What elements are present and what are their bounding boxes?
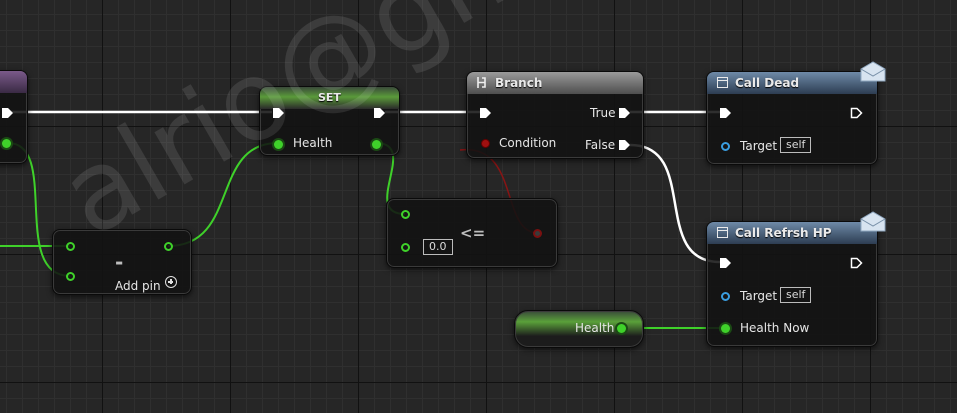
subtract-operator: - — [115, 250, 124, 274]
call-refresh-health-pin[interactable] — [721, 324, 730, 333]
health-get-label: Health — [575, 321, 615, 335]
envelope-icon — [859, 210, 887, 236]
call-dead-exec-in-pin[interactable] — [719, 107, 732, 119]
branch-true-pin[interactable] — [618, 107, 631, 119]
call-refresh-exec-out-pin[interactable] — [850, 257, 863, 269]
branch-icon — [476, 76, 486, 88]
branch-false-pin[interactable] — [618, 139, 631, 151]
lessequal-operator: <= — [460, 224, 486, 242]
branch-condition-label: Condition — [499, 136, 557, 150]
less-equal-node[interactable]: 0.0 <= — [386, 198, 558, 268]
call-dead-target-pin[interactable] — [721, 142, 730, 151]
set-health-out-pin[interactable] — [372, 140, 381, 149]
branch-false-label: False — [585, 138, 616, 152]
health-get-node[interactable]: Health — [514, 310, 644, 348]
call-refresh-title: Call Refrsh HP — [735, 226, 832, 240]
lessequal-input-a-pin[interactable] — [401, 210, 410, 219]
plus-circle-icon — [165, 276, 177, 288]
call-dead-target-label: Target — [740, 139, 778, 153]
lessequal-input-b-pin[interactable] — [401, 243, 410, 252]
subtract-input-b-pin[interactable] — [66, 272, 75, 281]
subtract-output-pin[interactable] — [164, 242, 173, 251]
function-icon — [717, 227, 728, 238]
add-pin-label: Add pin — [115, 279, 161, 293]
exec-wire-false-to-refresh — [629, 143, 721, 264]
left-partial-node[interactable] — [0, 70, 28, 164]
lessequal-value-field[interactable]: 0.0 — [423, 239, 453, 255]
float-out-pin[interactable] — [2, 139, 11, 148]
branch-exec-in-pin[interactable] — [479, 107, 492, 119]
branch-condition-pin[interactable] — [481, 139, 490, 148]
call-refresh-target-field[interactable]: self — [780, 287, 812, 303]
exec-out-pin[interactable] — [1, 107, 14, 119]
set-exec-in-pin[interactable] — [272, 107, 285, 119]
call-dead-node[interactable]: Call Dead Target self — [706, 71, 878, 165]
call-dead-header: Call Dead — [707, 72, 877, 94]
set-node[interactable]: SET Health — [259, 86, 400, 156]
set-health-in-pin[interactable] — [274, 140, 283, 149]
call-dead-exec-out-pin[interactable] — [850, 107, 863, 119]
lessequal-output-pin[interactable] — [533, 229, 542, 238]
branch-node-header: Branch — [467, 72, 643, 94]
branch-node-title: Branch — [495, 76, 543, 90]
health-get-out-pin[interactable] — [617, 324, 626, 333]
branch-node[interactable]: Branch True Condition False — [466, 71, 644, 159]
subtract-node[interactable]: - Add pin — [52, 229, 192, 295]
call-refresh-node[interactable]: Call Refrsh HP Target self Health Now — [706, 221, 878, 347]
set-node-header: SET — [260, 87, 399, 109]
set-health-label: Health — [293, 136, 333, 150]
call-refresh-target-label: Target — [740, 289, 778, 303]
call-refresh-header: Call Refrsh HP — [707, 222, 877, 244]
call-dead-title: Call Dead — [735, 76, 800, 90]
call-refresh-exec-in-pin[interactable] — [719, 257, 732, 269]
branch-true-label: True — [590, 106, 616, 120]
call-dead-target-field[interactable]: self — [780, 137, 812, 153]
subtract-input-a-pin[interactable] — [66, 242, 75, 251]
add-pin-button[interactable]: Add pin — [115, 275, 177, 293]
call-refresh-target-pin[interactable] — [721, 292, 730, 301]
envelope-icon — [859, 60, 887, 86]
left-node-header — [0, 71, 27, 93]
set-node-title: SET — [318, 91, 341, 104]
call-refresh-health-label: Health Now — [740, 321, 810, 335]
function-icon — [717, 77, 728, 88]
set-exec-out-pin[interactable] — [373, 107, 386, 119]
